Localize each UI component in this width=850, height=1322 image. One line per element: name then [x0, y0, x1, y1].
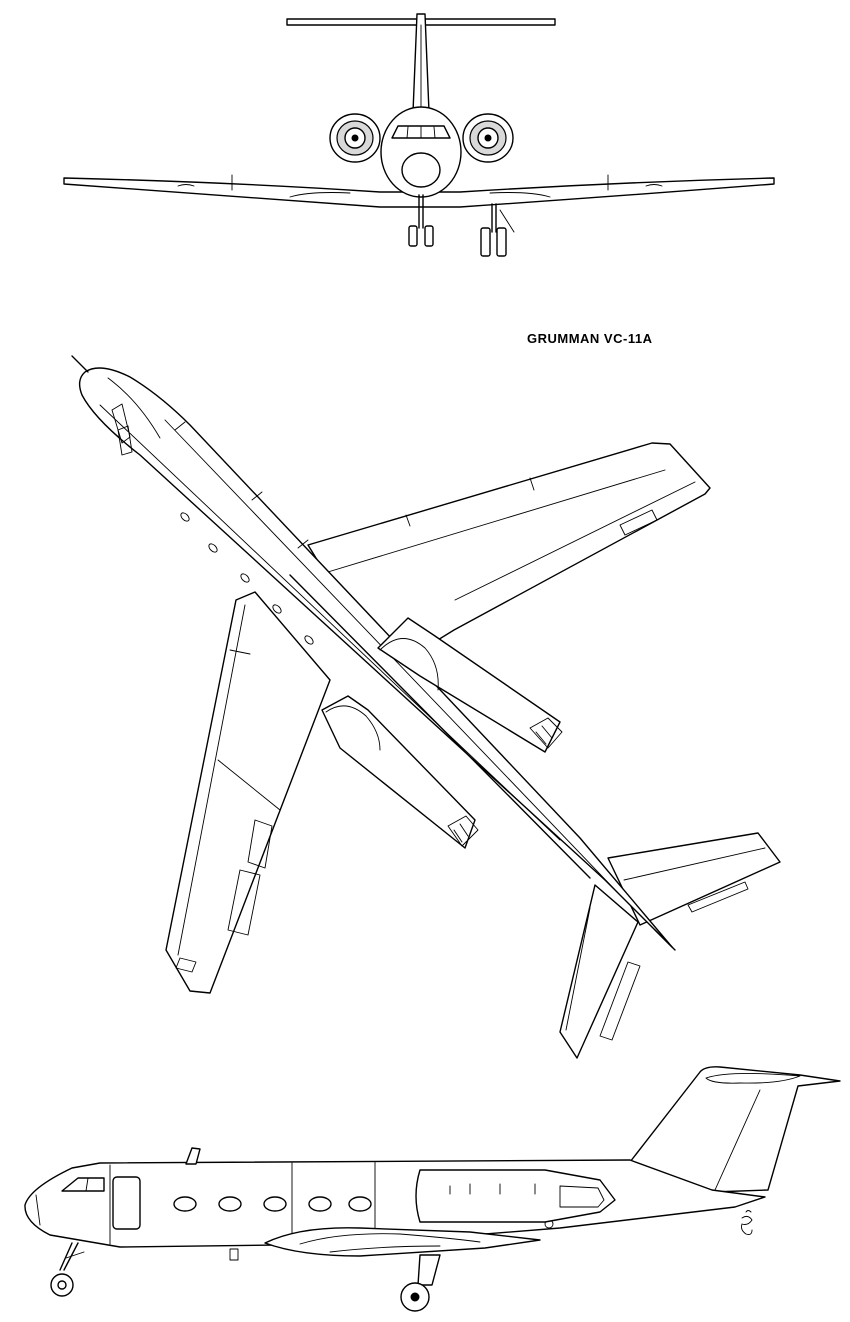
front-fuselage: [381, 107, 461, 197]
top-fuselage: [80, 368, 672, 947]
side-engine: [416, 1170, 615, 1222]
top-right-engine: [378, 618, 562, 752]
side-cabin-door: [113, 1177, 140, 1229]
side-main-gear: [401, 1255, 440, 1311]
front-nose-gear: [409, 195, 433, 246]
front-radome: [402, 153, 440, 187]
aircraft-title: GRUMMAN VC-11A: [527, 331, 653, 346]
side-vertical-tail: [630, 1067, 840, 1192]
front-main-gear: [481, 204, 514, 256]
side-view: [0, 1060, 850, 1322]
top-left-engine: [322, 696, 478, 848]
side-windshield: [62, 1178, 104, 1191]
front-right-engine: [463, 114, 513, 162]
top-view: [0, 340, 850, 1070]
front-view: [0, 0, 850, 270]
side-wing: [265, 1228, 540, 1256]
artist-signature: [742, 1211, 753, 1235]
top-left-wing: [166, 592, 330, 993]
side-nose-gear: [51, 1243, 84, 1296]
front-left-engine: [330, 114, 380, 162]
top-left-stabilizer: [560, 885, 638, 1058]
